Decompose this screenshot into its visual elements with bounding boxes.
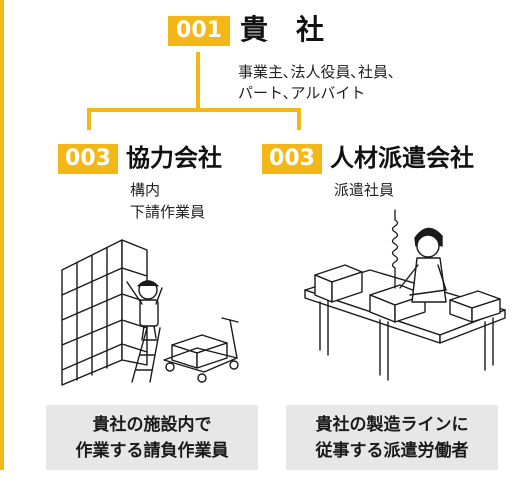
left-caption-line1: 貴社の施設内で [92, 414, 212, 435]
left-caption-line2: 作業する請負作業員 [75, 440, 229, 461]
left-sub-line1: 構内 [130, 181, 161, 199]
right-sub-line1: 派遣社員 [334, 181, 395, 199]
connector-vertical [196, 52, 200, 110]
right-caption-line2: 従事する派遣労働者 [315, 440, 469, 461]
warehouse-worker-illustration [61, 239, 239, 386]
top-title: 貴 社 [240, 13, 325, 46]
production-line-worker-illustration [304, 209, 506, 381]
connector-horizontal [87, 108, 301, 112]
right-badge: 003 [262, 144, 322, 174]
connector-left-drop [87, 108, 91, 130]
right-caption: 貴社の製造ラインに 従事する派遣労働者 [286, 405, 498, 470]
left-badge: 003 [58, 144, 118, 174]
right-caption-line1: 貴社の製造ラインに [315, 414, 469, 435]
top-desc-line1: 事業主､法人役員､社員､ [238, 63, 396, 81]
top-badge: 001 [168, 16, 230, 46]
left-sub-line2: 下請作業員 [130, 203, 206, 221]
top-desc-line2: パート､アルバイト [238, 84, 366, 102]
left-caption: 貴社の施設内で 作業する請負作業員 [46, 405, 258, 470]
right-title: 人材派遣会社 [330, 144, 474, 172]
connector-right-drop [297, 108, 301, 130]
left-title: 協力会社 [126, 144, 222, 172]
left-accent-rail [0, 0, 4, 470]
